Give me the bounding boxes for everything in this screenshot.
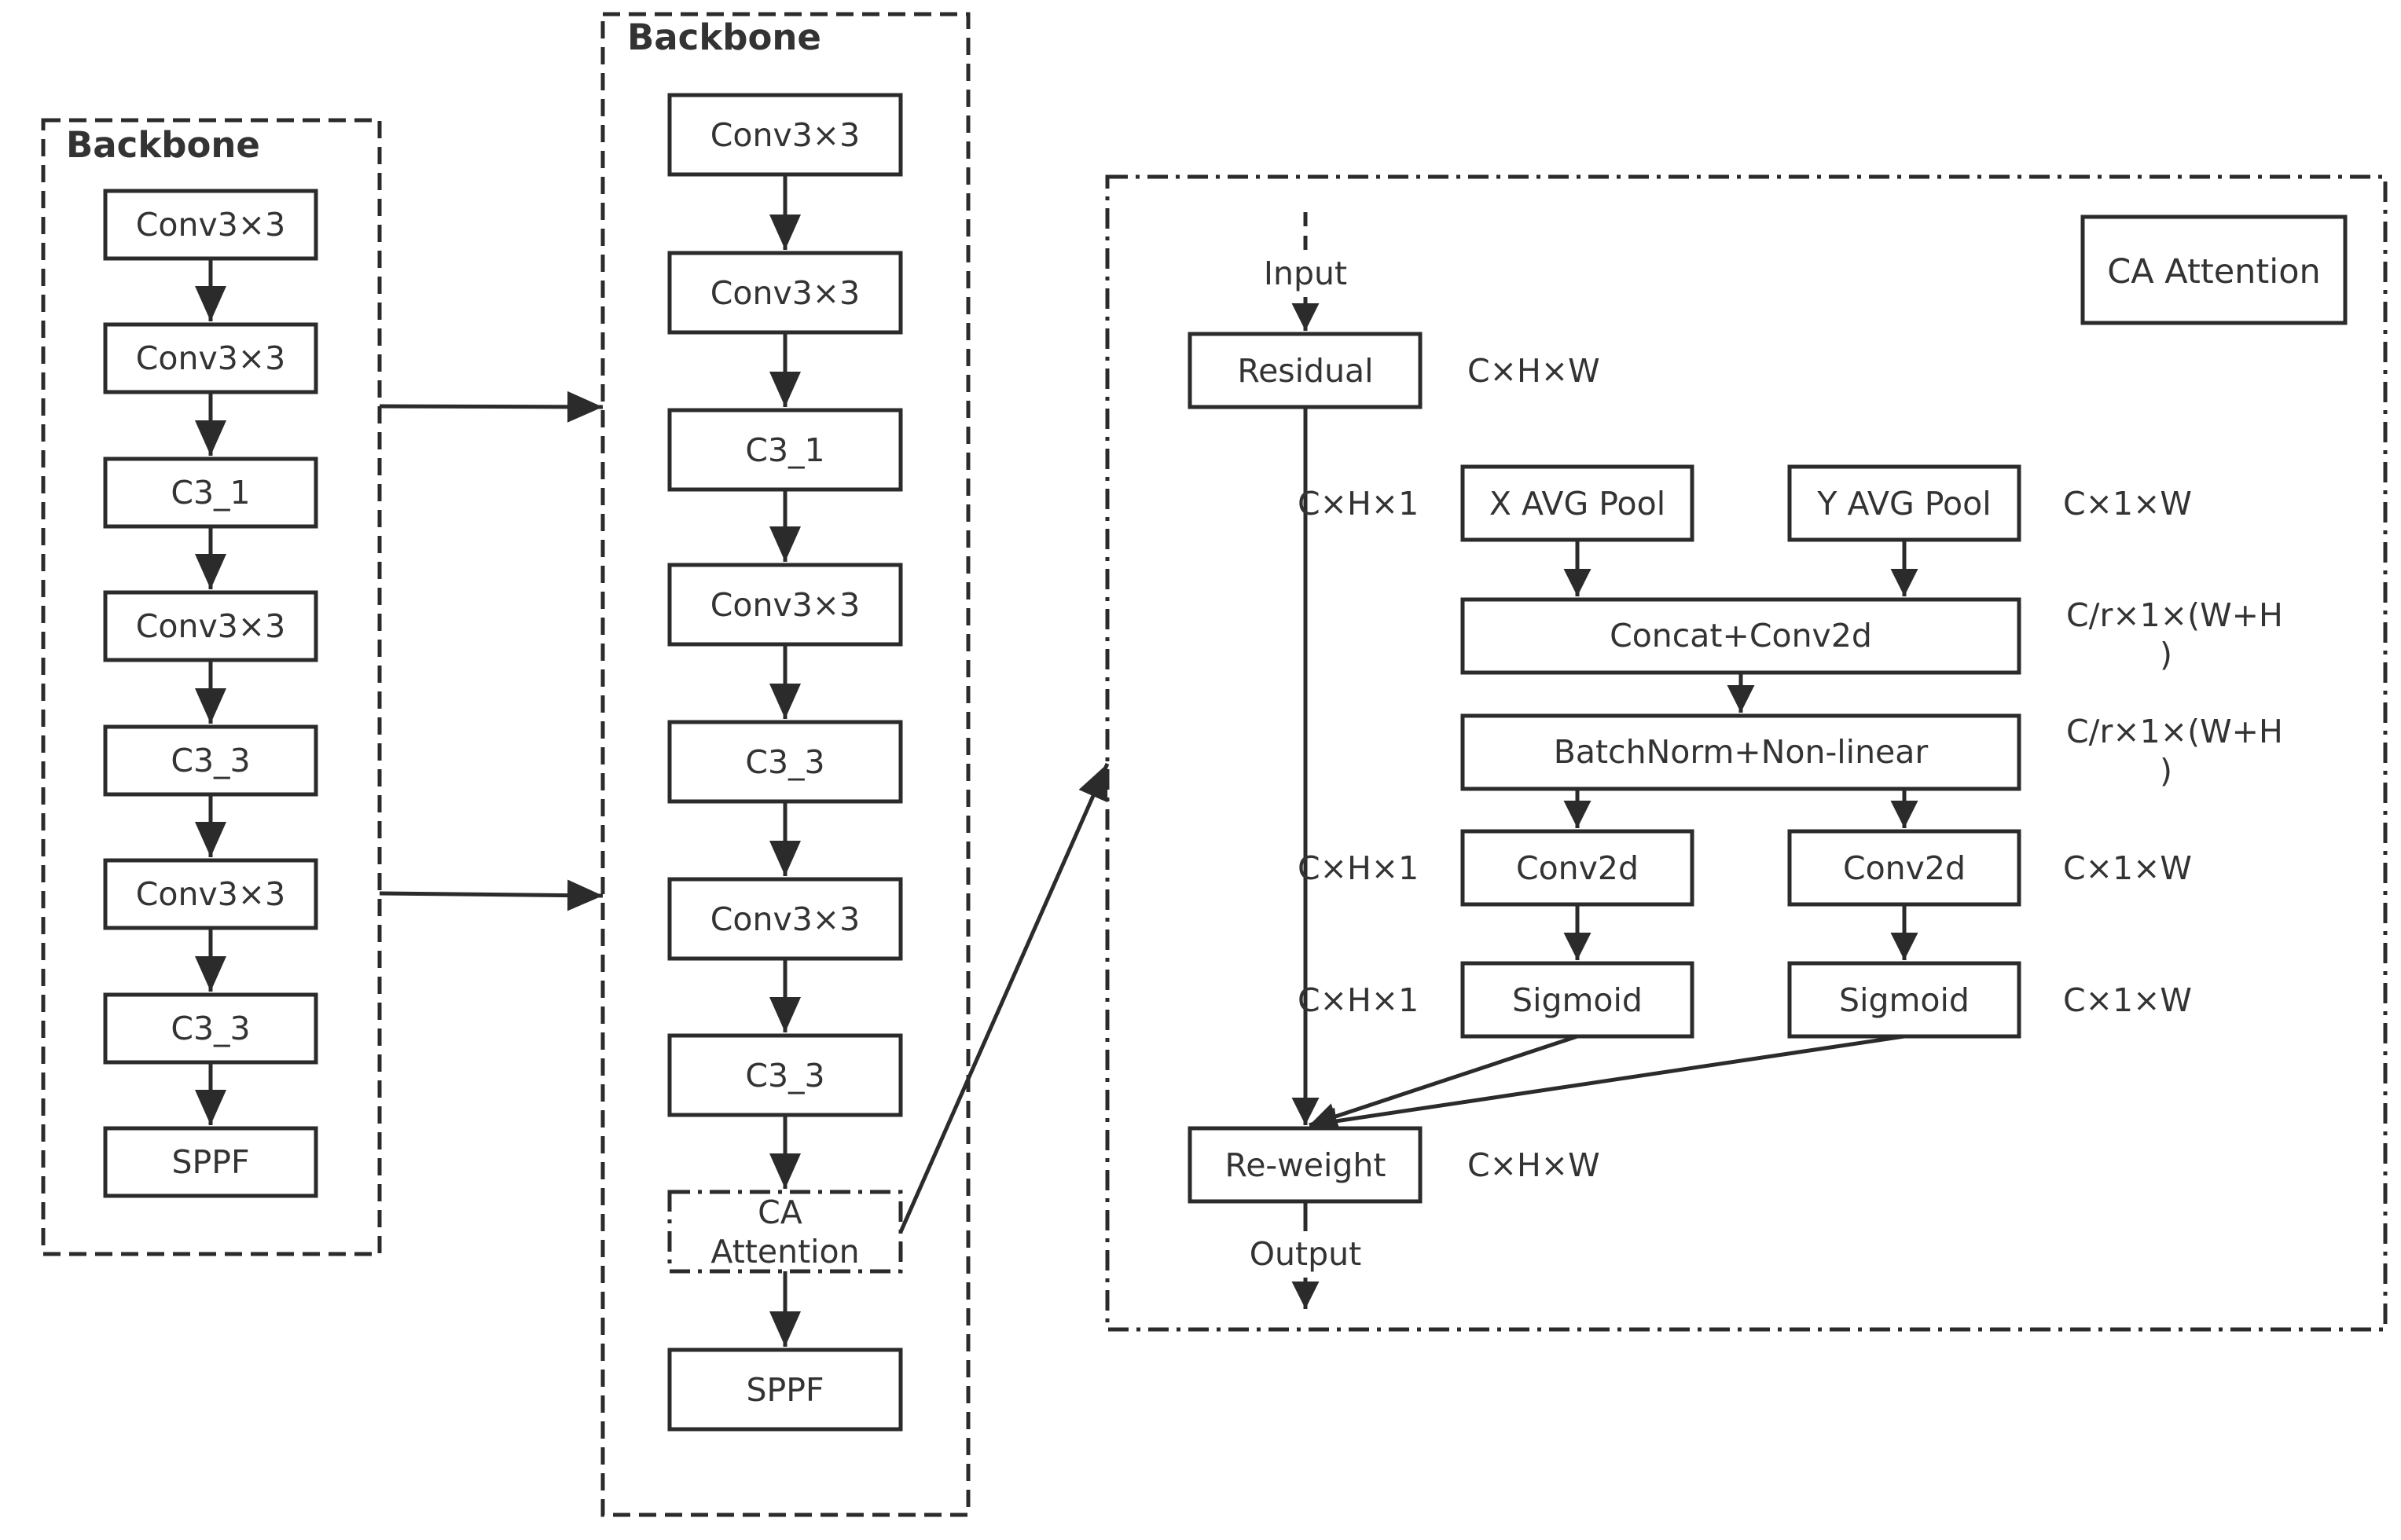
sigmoid-left-box <box>1460 961 1694 1039</box>
left-backbone-panel: Backbone Conv3×3 Conv3×3 C3_1 Conv3×3 C3… <box>41 118 382 1256</box>
batchnorm-label: BatchNorm+Non-linear <box>1554 733 1929 771</box>
left-backbone-frame <box>41 118 382 1256</box>
reweight-label: Re-weight <box>1225 1146 1386 1184</box>
residual-dim: C×H×W <box>1467 352 1600 390</box>
mid-block-3 <box>667 408 903 492</box>
concat-dim: C/r×1×(W+H ) <box>2066 596 2293 673</box>
concat-conv-box <box>1460 597 2021 675</box>
left-pool-dim: C×H×1 <box>1298 485 1419 522</box>
conv2d-left-box <box>1460 829 1694 907</box>
left-block-1-label: Conv3×3 <box>136 206 286 244</box>
batchnorm-dim: C/r×1×(W+H ) <box>2066 713 2293 790</box>
conv2d-right-box <box>1787 829 2021 907</box>
ca-panel-title-box <box>2080 214 2348 325</box>
mid-backbone-title: Backbone <box>627 16 821 58</box>
right-pool-dim: C×1×W <box>2063 485 2192 522</box>
mid-block-6 <box>667 877 903 961</box>
sigmoid-right-to-reweight-arrow <box>1309 1034 1905 1135</box>
left-block-8-label: SPPF <box>171 1143 249 1181</box>
mid-backbone-frame <box>600 12 971 1517</box>
ca-detail-arrow <box>898 762 1110 1234</box>
mid-block-1-label: Conv3×3 <box>710 116 861 154</box>
left-block-2 <box>103 322 318 394</box>
mid-block-5-label: C3_3 <box>745 743 824 781</box>
mid-block-5 <box>667 720 903 804</box>
right-conv-dim: C×1×W <box>2063 849 2192 887</box>
mid-ca-attention-line-2: Attention <box>710 1233 859 1270</box>
mid-block-7-label: C3_3 <box>745 1057 824 1094</box>
left-conv-dim: C×H×1 <box>1298 849 1419 887</box>
left-block-5-label: C3_3 <box>171 742 250 779</box>
left-block-6 <box>103 858 318 930</box>
right-sig-dim: C×1×W <box>2063 981 2192 1019</box>
conv2d-left-label: Conv2d <box>1516 849 1639 887</box>
left-block-4-label: Conv3×3 <box>136 607 286 645</box>
mid-block-9 <box>667 1348 903 1432</box>
expand-arrow-lower <box>379 879 604 911</box>
batchnorm-dim-line-1: C/r×1×(W+H <box>2066 713 2283 750</box>
concat-dim-line-1: C/r×1×(W+H <box>2066 596 2283 634</box>
y-avg-pool-box <box>1787 464 2021 542</box>
batchnorm-dim-line-2: ) <box>2160 752 2172 790</box>
reweight-box <box>1188 1126 1423 1204</box>
mid-backbone-panel: Backbone Conv3×3 Conv3×3 C3_1 Conv3×3 C3… <box>600 12 971 1517</box>
mid-block-9-label: SPPF <box>746 1371 824 1409</box>
sigmoid-left-label: Sigmoid <box>1512 981 1643 1019</box>
left-block-7-label: C3_3 <box>171 1010 250 1047</box>
mid-block-7 <box>667 1033 903 1117</box>
left-block-5 <box>103 724 318 797</box>
concat-conv-label: Concat+Conv2d <box>1610 617 1872 654</box>
left-block-8 <box>103 1126 318 1198</box>
left-backbone-title: Backbone <box>66 124 260 166</box>
left-block-3-label: C3_1 <box>171 474 250 512</box>
expand-arrow-upper <box>379 390 604 423</box>
left-block-7 <box>103 992 318 1065</box>
ca-attention-panel: CA Attention Input Residual C×H×W X AVG … <box>1105 174 2388 1332</box>
ca-panel-frame <box>1105 174 2388 1332</box>
mid-block-4 <box>667 563 903 647</box>
mid-ca-attention-line-1: CA <box>758 1194 802 1231</box>
residual-label: Residual <box>1237 352 1373 390</box>
ca-panel-title: CA Attention <box>2107 252 2321 292</box>
mid-block-2 <box>667 251 903 335</box>
left-sig-dim: C×H×1 <box>1298 981 1419 1019</box>
output-label: Output <box>1250 1235 1361 1273</box>
left-block-2-label: Conv3×3 <box>136 339 286 377</box>
sigmoid-left-to-reweight-arrow <box>1309 1034 1578 1130</box>
mid-block-6-label: Conv3×3 <box>710 900 861 938</box>
left-block-6-label: Conv3×3 <box>136 875 286 913</box>
sigmoid-right-label: Sigmoid <box>1839 981 1970 1019</box>
mid-block-2-label: Conv3×3 <box>710 274 861 312</box>
y-avg-pool-label: Y AVG Pool <box>1816 485 1991 522</box>
conv2d-right-label: Conv2d <box>1843 849 1966 887</box>
x-avg-pool-label: X AVG Pool <box>1489 485 1665 522</box>
input-label: Input <box>1264 255 1347 292</box>
mid-block-1 <box>667 93 903 177</box>
mid-block-4-label: Conv3×3 <box>710 586 861 624</box>
batchnorm-box <box>1460 713 2021 791</box>
reweight-dim: C×H×W <box>1467 1146 1600 1184</box>
mid-ca-attention-label: CA Attention <box>710 1194 859 1270</box>
concat-dim-line-2: ) <box>2160 636 2172 673</box>
mid-block-3-label: C3_1 <box>745 431 824 469</box>
